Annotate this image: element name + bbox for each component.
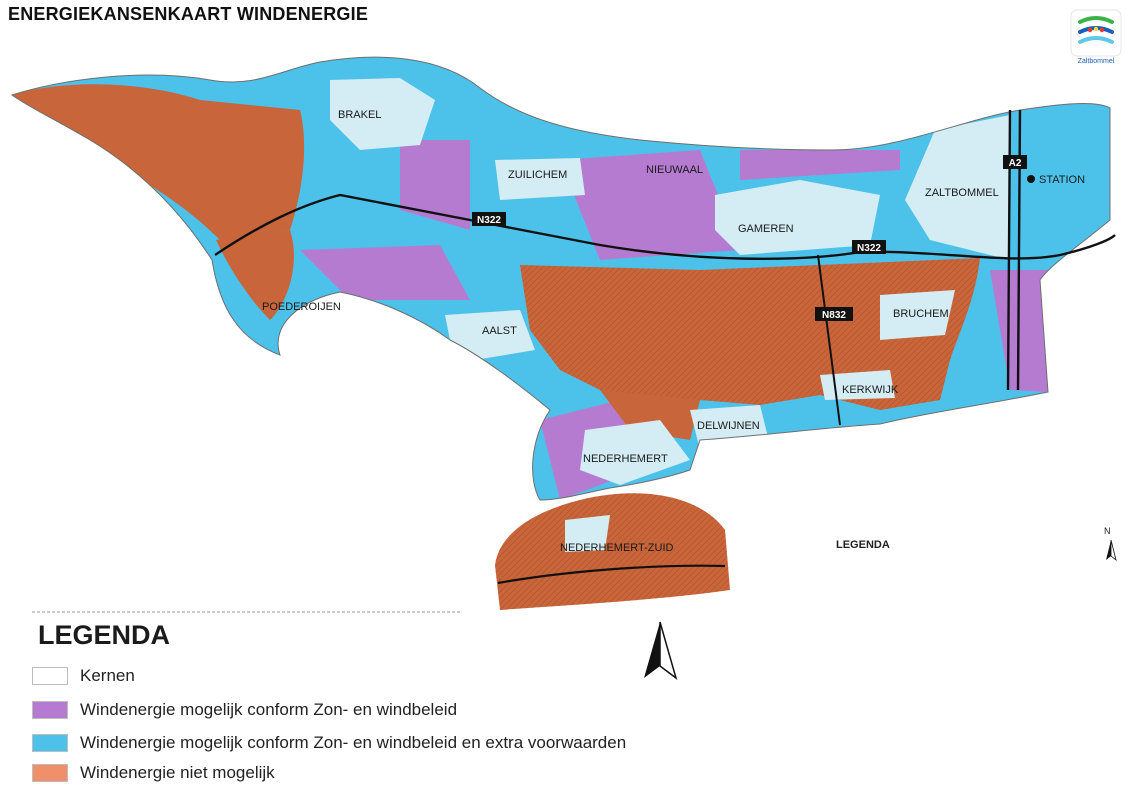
label-delwijnen: DELWIJNEN bbox=[697, 420, 760, 432]
label-nederhemert-zuid: NEDERHEMERT-ZUID bbox=[560, 542, 674, 554]
label-brakel: BRAKEL bbox=[338, 109, 381, 121]
label-poederoijen: POEDEROIJEN bbox=[262, 301, 341, 313]
kern-nederhemert-zuid bbox=[565, 515, 610, 552]
road-label-n322-west: N322 bbox=[472, 212, 506, 226]
station-marker-icon bbox=[1027, 175, 1035, 183]
label-zuilichem: ZUILICHEM bbox=[508, 169, 567, 181]
road-south bbox=[497, 564, 726, 585]
label-aalst: AALST bbox=[482, 325, 517, 337]
label-zaltbommel: ZALTBOMMEL bbox=[925, 187, 999, 199]
zone-orange-poederoijen bbox=[216, 230, 294, 320]
map-zones bbox=[12, 57, 1110, 500]
separator-line bbox=[32, 611, 462, 613]
legend-swatch-blue bbox=[32, 734, 68, 752]
zone-purple-3 bbox=[740, 150, 900, 180]
kern-bruchem bbox=[880, 290, 955, 340]
zone-orange-delwijnen bbox=[600, 390, 700, 440]
legend-small-title: LEGENDA bbox=[836, 539, 890, 551]
label-station: STATION bbox=[1039, 174, 1085, 186]
legend-label: Kernen bbox=[80, 666, 135, 685]
legend-swatch-purple bbox=[32, 701, 68, 719]
label-nieuwaal: NIEUWAAL bbox=[646, 164, 703, 176]
legend-item-kernen: Kernen bbox=[32, 664, 135, 688]
legend-label: Windenergie niet mogelijk bbox=[80, 763, 275, 782]
kern-brakel bbox=[330, 78, 435, 150]
label-bruchem: BRUCHEM bbox=[893, 308, 949, 320]
svg-text:A2: A2 bbox=[1009, 158, 1022, 169]
svg-text:N832: N832 bbox=[822, 310, 846, 321]
map-canvas: N322 N322 N832 A2 BRAKEL ZUILICHEM NIEUW… bbox=[11, 56, 1117, 610]
svg-text:N322: N322 bbox=[477, 215, 501, 226]
label-gameren: GAMEREN bbox=[738, 223, 794, 235]
label-kerkwijk: KERKWIJK bbox=[842, 384, 899, 396]
road-label-n322-east: N322 bbox=[852, 240, 886, 254]
kern-kerkwijk bbox=[820, 370, 895, 400]
legend-swatch-orange bbox=[32, 764, 68, 782]
road-label-a2: A2 bbox=[1003, 155, 1027, 169]
zone-purple-2 bbox=[560, 150, 740, 260]
legend-label: Windenergie mogelijk conform Zon- en win… bbox=[80, 733, 627, 752]
zone-purple-1 bbox=[400, 140, 470, 230]
map-title: ENERGIEKANSENKAART WINDENERGIE bbox=[8, 4, 369, 24]
kern-zaltbommel bbox=[905, 115, 1010, 260]
legend-item-mogelijk: Windenergie mogelijk conform Zon- en win… bbox=[32, 698, 457, 722]
label-nederhemert: NEDERHEMERT bbox=[583, 453, 668, 465]
zone-purple-4 bbox=[300, 245, 470, 300]
legend-item-extra-voorwaarden: Windenergie mogelijk conform Zon- en win… bbox=[32, 731, 626, 755]
kern-gameren bbox=[715, 180, 880, 255]
north-small-label: N bbox=[1104, 526, 1111, 536]
kern-nederhemert bbox=[580, 420, 690, 485]
legend-swatch-kernen bbox=[32, 667, 68, 685]
legend-label: Windenergie mogelijk conform Zon- en win… bbox=[80, 700, 458, 719]
road-n832 bbox=[817, 254, 841, 426]
municipality-logo-icon bbox=[1070, 9, 1122, 57]
legend-title: LEGENDA bbox=[38, 620, 171, 650]
road-n322 bbox=[214, 193, 1116, 260]
road-label-n832: N832 bbox=[815, 307, 853, 321]
legend-item-niet-mogelijk: Windenergie niet mogelijk bbox=[32, 761, 275, 785]
kern-zuilichem bbox=[495, 158, 585, 200]
kern-aalst bbox=[445, 310, 535, 360]
municipality-logo: Zaltbommel bbox=[1068, 8, 1124, 72]
north-arrow-icon bbox=[644, 621, 678, 680]
logo-text: Zaltbommel bbox=[1077, 58, 1115, 65]
north-arrow-small-icon bbox=[1106, 540, 1111, 560]
svg-text:N322: N322 bbox=[857, 243, 881, 254]
zone-orange-west bbox=[12, 84, 305, 241]
